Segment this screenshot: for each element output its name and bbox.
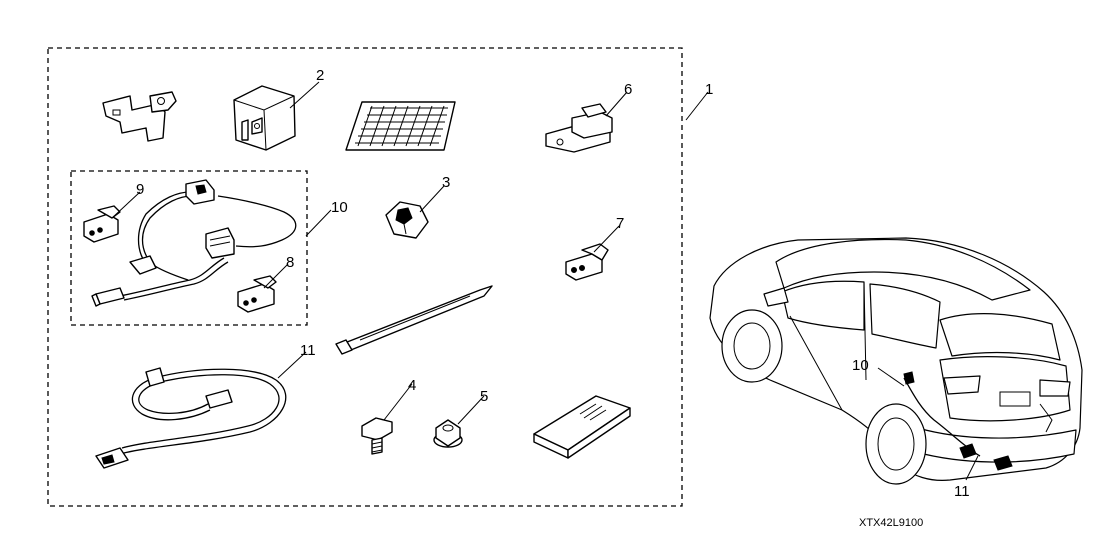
- protective-sheet-part: [345, 101, 456, 151]
- mounting-bracket-part: [102, 91, 177, 142]
- cable-harness-part: [95, 367, 287, 469]
- car-callout-10: 10: [852, 357, 869, 374]
- callout-2: 2: [316, 67, 324, 84]
- callout-10: 10: [331, 199, 348, 216]
- small-connector-part-7: [565, 243, 609, 281]
- callout-9: 9: [136, 181, 144, 198]
- cable-tie-part: [335, 285, 493, 355]
- wire-harness-part: [83, 179, 297, 313]
- callout-5: 5: [480, 388, 488, 405]
- car-callout-11: 11: [954, 483, 970, 500]
- diagram-code: XTX42L9100: [859, 517, 923, 529]
- instruction-booklet-part: [533, 395, 631, 459]
- clip-bracket-part: [545, 103, 613, 153]
- callout-7: 7: [616, 215, 624, 232]
- connector-clip-part: [385, 201, 429, 239]
- callout-11: 11: [300, 342, 316, 359]
- connector-part-9: [83, 205, 121, 243]
- flange-nut-part: [433, 419, 463, 448]
- relay-box-part: [233, 85, 296, 151]
- kit-boundary: [47, 47, 683, 507]
- callout-1: 1: [705, 81, 713, 98]
- callout-4: 4: [408, 377, 416, 394]
- callout-8: 8: [286, 254, 294, 271]
- callout-6: 6: [624, 81, 632, 98]
- leader-lines: [111, 81, 979, 481]
- callout-3: 3: [442, 174, 450, 191]
- vehicle-illustration: [709, 237, 1083, 485]
- harness-group-boundary: [70, 170, 308, 326]
- connector-part-8: [237, 275, 277, 313]
- bolt-part: [361, 417, 393, 455]
